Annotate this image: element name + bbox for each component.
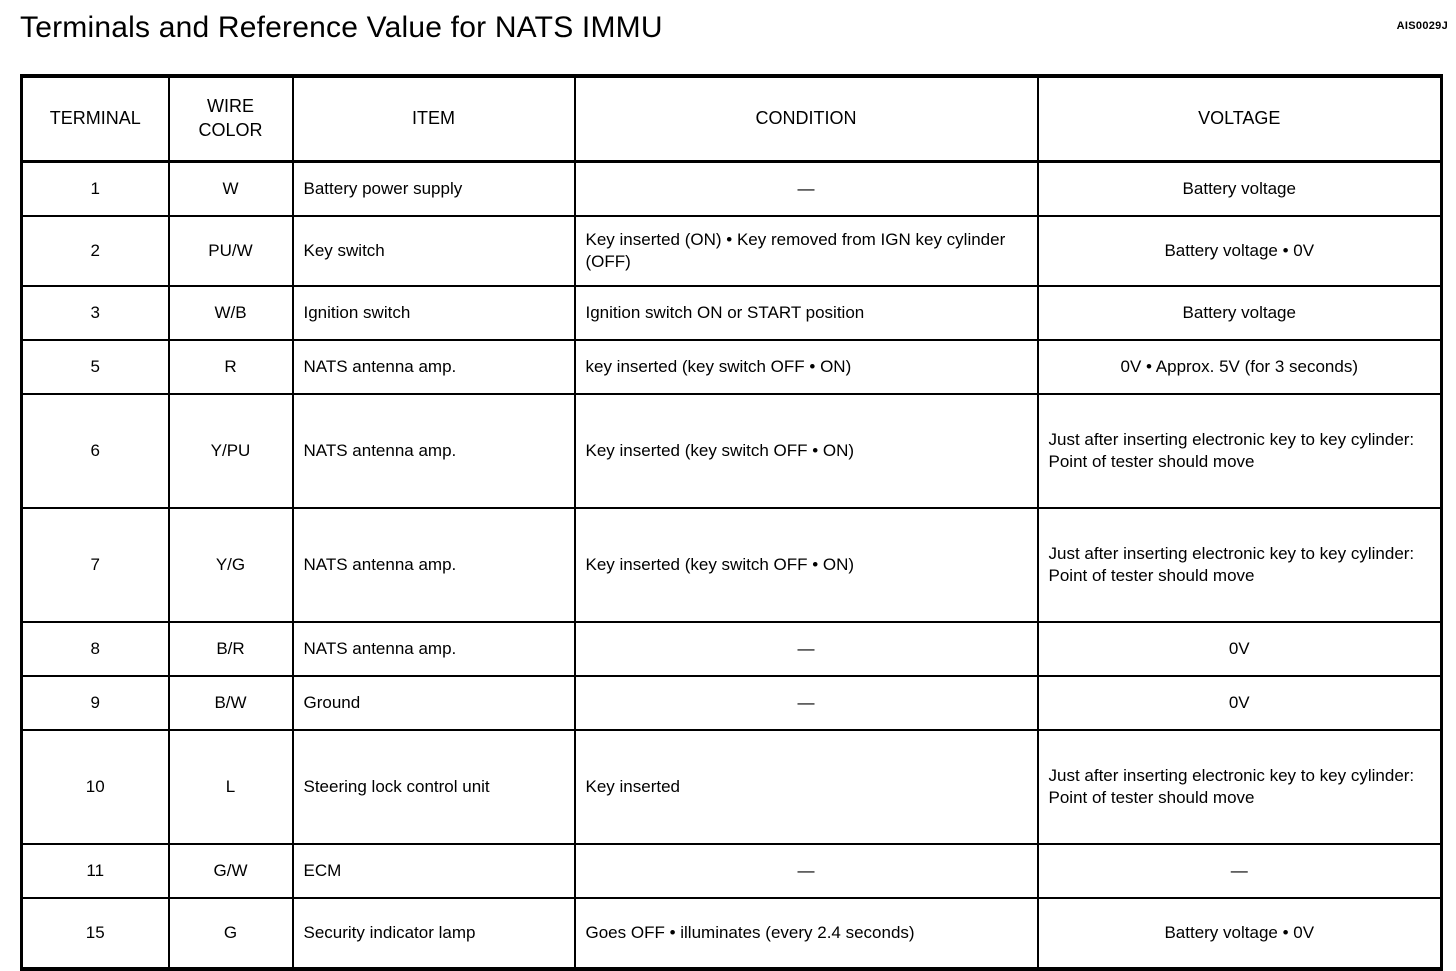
- table-row: 11 G/W ECM — —: [20, 843, 1443, 899]
- cell-wire-color: W: [167, 160, 294, 217]
- document-page: Terminals and Reference Value for NATS I…: [20, 8, 1448, 971]
- cell-wire-color: Y/G: [167, 507, 294, 623]
- cell-wire-color: R: [167, 339, 294, 395]
- cell-voltage: Just after inserting electronic key to k…: [1036, 729, 1443, 845]
- document-reference-code: AIS0029J: [1396, 20, 1448, 32]
- cell-terminal: 3: [20, 285, 170, 341]
- cell-terminal: 2: [20, 215, 170, 287]
- column-header-terminal: TERMINAL: [20, 76, 170, 163]
- terminals-table-container: TERMINAL WIRE COLOR ITEM CONDITION VOLTA…: [20, 74, 1443, 971]
- cell-item: Ground: [291, 675, 576, 731]
- cell-terminal: 7: [20, 507, 170, 623]
- cell-item: NATS antenna amp.: [291, 507, 576, 623]
- cell-item: NATS antenna amp.: [291, 339, 576, 395]
- cell-voltage: 0V: [1036, 675, 1443, 731]
- cell-voltage: Battery voltage: [1036, 285, 1443, 341]
- cell-condition: —: [573, 621, 1039, 677]
- column-header-condition: CONDITION: [573, 76, 1039, 163]
- table-row: 9 B/W Ground — 0V: [20, 675, 1443, 731]
- cell-terminal: 11: [20, 843, 170, 899]
- cell-item: Ignition switch: [291, 285, 576, 341]
- cell-wire-color: B/R: [167, 621, 294, 677]
- wire-color-header-line1: WIRE: [207, 96, 254, 117]
- cell-terminal: 15: [20, 897, 170, 970]
- cell-terminal: 8: [20, 621, 170, 677]
- cell-item: Security indicator lamp: [291, 897, 576, 970]
- wire-color-header-line2: COLOR: [198, 120, 263, 140]
- cell-voltage: 0V • Approx. 5V (for 3 seconds): [1036, 339, 1443, 395]
- cell-voltage: Battery voltage: [1036, 160, 1443, 217]
- cell-item: ECM: [291, 843, 576, 899]
- table-row: 8 B/R NATS antenna amp. — 0V: [20, 621, 1443, 677]
- cell-condition: —: [573, 160, 1039, 217]
- cell-wire-color: W/B: [167, 285, 294, 341]
- table-row: 7 Y/G NATS antenna amp. Key inserted (ke…: [20, 507, 1443, 623]
- cell-terminal: 9: [20, 675, 170, 731]
- cell-condition: —: [573, 675, 1039, 731]
- cell-voltage: Just after inserting electronic key to k…: [1036, 507, 1443, 623]
- column-header-wire-color: WIRE COLOR: [167, 76, 294, 163]
- table-row: 1 W Battery power supply — Battery volta…: [20, 160, 1443, 217]
- table-row: 15 G Security indicator lamp Goes OFF • …: [20, 897, 1443, 970]
- cell-terminal: 1: [20, 160, 170, 217]
- cell-terminal: 6: [20, 393, 170, 509]
- cell-condition: Ignition switch ON or START position: [573, 285, 1039, 341]
- cell-item: NATS antenna amp.: [291, 393, 576, 509]
- table-row: 2 PU/W Key switch Key inserted (ON) • Ke…: [20, 215, 1443, 287]
- cell-condition: Key inserted (ON) • Key removed from IGN…: [573, 215, 1039, 287]
- cell-wire-color: L: [167, 729, 294, 845]
- table-header-row: TERMINAL WIRE COLOR ITEM CONDITION VOLTA…: [20, 76, 1443, 163]
- cell-wire-color: B/W: [167, 675, 294, 731]
- cell-voltage: Battery voltage • 0V: [1036, 215, 1443, 287]
- cell-condition: Key inserted (key switch OFF • ON): [573, 393, 1039, 509]
- cell-voltage: —: [1036, 843, 1443, 899]
- cell-condition: —: [573, 843, 1039, 899]
- cell-terminal: 10: [20, 729, 170, 845]
- table-row: 10 L Steering lock control unit Key inse…: [20, 729, 1443, 845]
- title-row: Terminals and Reference Value for NATS I…: [20, 8, 1448, 56]
- cell-condition: Key inserted (key switch OFF • ON): [573, 507, 1039, 623]
- column-header-voltage: VOLTAGE: [1036, 76, 1443, 163]
- cell-item: Steering lock control unit: [291, 729, 576, 845]
- column-header-item: ITEM: [291, 76, 576, 163]
- cell-voltage: Just after inserting electronic key to k…: [1036, 393, 1443, 509]
- table-row: 3 W/B Ignition switch Ignition switch ON…: [20, 285, 1443, 341]
- cell-terminal: 5: [20, 339, 170, 395]
- cell-wire-color: Y/PU: [167, 393, 294, 509]
- cell-wire-color: G: [167, 897, 294, 970]
- cell-condition: Goes OFF • illuminates (every 2.4 second…: [573, 897, 1039, 970]
- terminals-reference-table: TERMINAL WIRE COLOR ITEM CONDITION VOLTA…: [20, 74, 1443, 971]
- cell-item: Battery power supply: [291, 160, 576, 217]
- cell-voltage: Battery voltage • 0V: [1036, 897, 1443, 970]
- cell-condition: key inserted (key switch OFF • ON): [573, 339, 1039, 395]
- table-row: 5 R NATS antenna amp. key inserted (key …: [20, 339, 1443, 395]
- cell-wire-color: PU/W: [167, 215, 294, 287]
- cell-item: Key switch: [291, 215, 576, 287]
- page-title: Terminals and Reference Value for NATS I…: [20, 11, 663, 44]
- cell-item: NATS antenna amp.: [291, 621, 576, 677]
- table-body: 1 W Battery power supply — Battery volta…: [20, 160, 1443, 970]
- cell-voltage: 0V: [1036, 621, 1443, 677]
- table-row: 6 Y/PU NATS antenna amp. Key inserted (k…: [20, 393, 1443, 509]
- cell-wire-color: G/W: [167, 843, 294, 899]
- cell-condition: Key inserted: [573, 729, 1039, 845]
